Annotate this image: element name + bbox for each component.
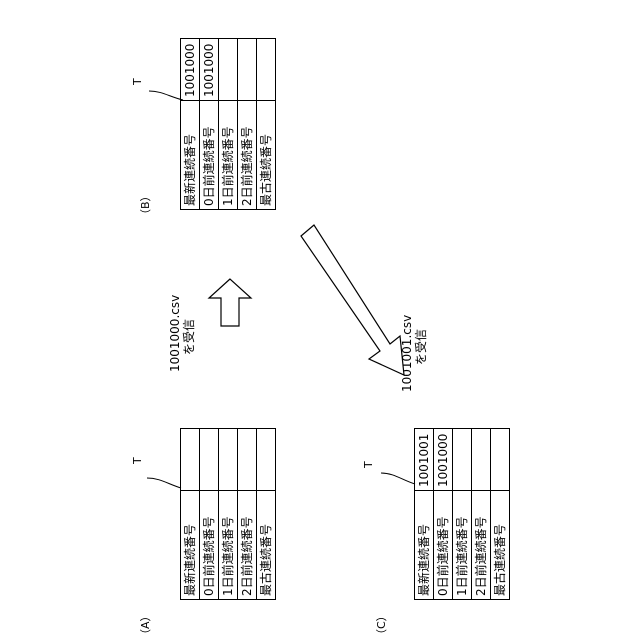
arrow-up-shape: [209, 279, 251, 326]
arrow-down-shape: [301, 225, 404, 375]
panel-b-leader-line: [149, 91, 183, 100]
panel-a-leader-line: [147, 478, 181, 488]
panel-c-leader-line: [381, 473, 415, 484]
